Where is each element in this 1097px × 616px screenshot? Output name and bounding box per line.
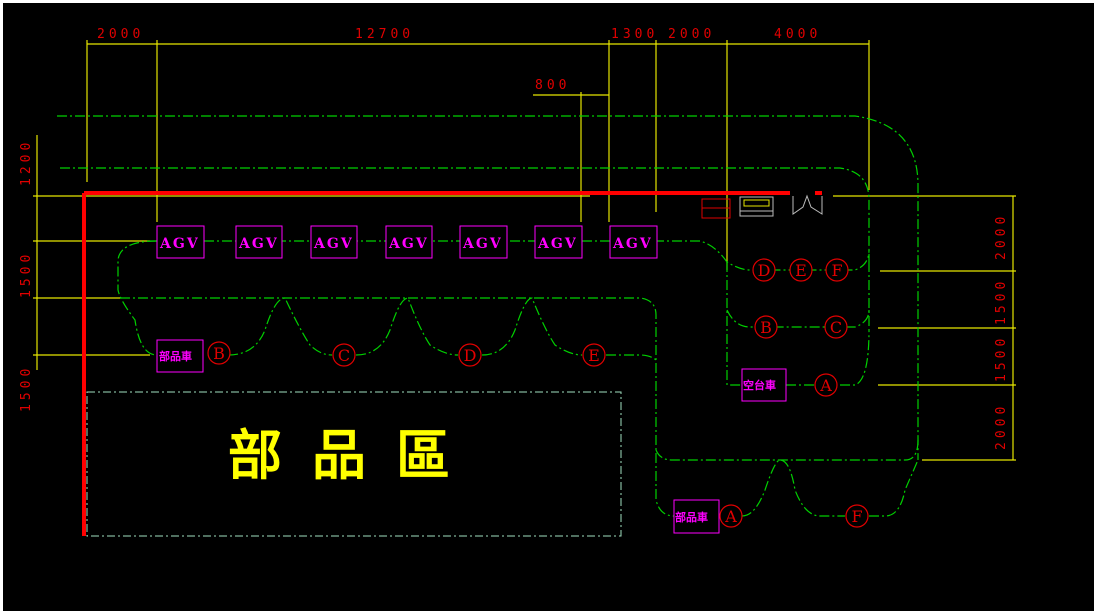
station-f-right: F [831, 261, 842, 280]
parts-cart-left: 部品車 [159, 349, 192, 363]
top-dimensions: 2000 12700 1300 2000 4000 800 [86, 27, 870, 270]
svg-text:AGV: AGV [462, 236, 503, 252]
agv-4: AGV [385, 225, 433, 259]
parts-cart-bottom: 部品車 [675, 510, 708, 524]
right-dimensions: 2000 1500 1500 2000 [833, 195, 1016, 461]
dim-1200: 1200 [19, 139, 34, 186]
station-a-bottom: A [724, 507, 737, 526]
parts-area-label: 部品區 [228, 424, 480, 487]
empty-cart: 空台車 [743, 378, 776, 392]
carts: 部品車 部品車 空台車 [156, 339, 787, 534]
parts-area: 部品區 [86, 391, 622, 537]
dim-800: 800 [535, 78, 570, 93]
dim-1300: 1300 [611, 27, 658, 42]
agv-7: AGV [609, 225, 658, 259]
dim-r1500a: 1500 [994, 278, 1009, 325]
left-dimensions: 1200 1500 1500 [19, 135, 590, 412]
dim-r2000b: 2000 [994, 403, 1009, 450]
station-e-right: E [795, 261, 807, 280]
station-b: B [213, 344, 225, 363]
station-labels: B C D E D E F B C A A F [213, 261, 862, 526]
dim-1500b: 1500 [19, 365, 34, 412]
station-f-bottom: F [851, 507, 862, 526]
station-c-right: C [830, 318, 842, 337]
dim-r1500b: 1500 [994, 335, 1009, 382]
svg-text:AGV: AGV [313, 236, 354, 252]
dim-1500a: 1500 [19, 251, 34, 298]
svg-text:AGV: AGV [537, 236, 578, 252]
svg-text:AGV: AGV [238, 236, 279, 252]
agv-5: AGV [459, 225, 508, 259]
agv-2: AGV [235, 225, 283, 259]
wall [82, 191, 822, 536]
station-a-right: A [819, 376, 832, 395]
station-c: C [338, 346, 350, 365]
agv-routes [57, 115, 919, 517]
agv-row: AGV AGV AGV AGV AGV AGV AGV [156, 225, 658, 259]
station-b-right: B [760, 318, 772, 337]
agv-3: AGV [310, 225, 358, 259]
station-d-right: D [758, 261, 771, 280]
station-e: E [588, 346, 600, 365]
station-d: D [464, 346, 477, 365]
drawing-background [3, 3, 1094, 611]
dim-2000: 2000 [97, 27, 144, 42]
agv-1: AGV [156, 225, 205, 259]
svg-text:AGV: AGV [612, 236, 653, 252]
dim-r2000a: 2000 [994, 213, 1009, 260]
stations [207, 258, 869, 528]
svg-text:AGV: AGV [388, 236, 429, 252]
dim-4000: 4000 [774, 27, 821, 42]
equipment [701, 194, 823, 219]
agv-6: AGV [534, 225, 583, 259]
dim-12700: 12700 [355, 27, 414, 42]
svg-text:AGV: AGV [159, 236, 200, 252]
dim-2000b: 2000 [668, 27, 715, 42]
